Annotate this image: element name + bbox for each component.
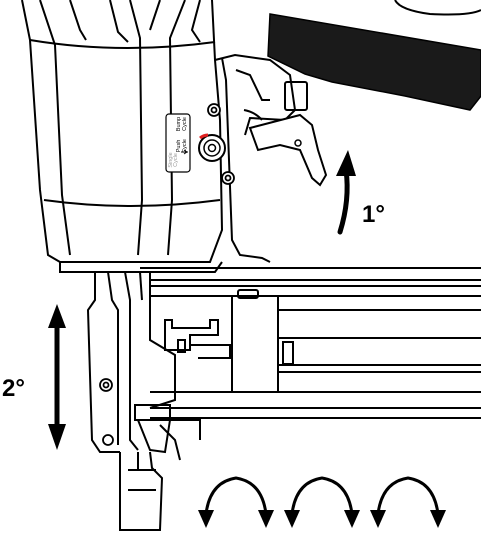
magazine (140, 267, 481, 419)
contact-tip (119, 451, 164, 531)
rotate-arrow-icon (370, 476, 446, 528)
motor-housing (21, 0, 224, 273)
tool-handle (267, 13, 481, 111)
rotate-arrow-icon (284, 476, 360, 528)
trigger (248, 113, 328, 187)
plate-cycle-a: Cycle (182, 117, 188, 131)
selector-plate: Bump Cycle Push Cycle Single Cycle (165, 113, 191, 173)
rotate-arrows (198, 476, 446, 528)
trigger-pin (294, 139, 302, 147)
plate-faded-a: Single (168, 152, 174, 167)
plate-bump: Bump (176, 117, 182, 131)
nose-piece (86, 271, 232, 461)
step-1-label: 1° (362, 201, 385, 228)
plate-cycle-b: Cycle (182, 139, 188, 153)
screws (99, 103, 235, 446)
plate-push: Push (176, 140, 182, 153)
rotate-arrow-icon (198, 476, 274, 528)
plate-faded-b: Cycle (173, 153, 179, 167)
mode-selector-dial (198, 133, 226, 162)
step-2-label: 2° (2, 375, 25, 402)
callout-bubble (394, 0, 481, 16)
head-casting (214, 53, 308, 263)
double-arrow-vertical-icon (48, 304, 66, 450)
curved-arrow-up-icon (336, 150, 356, 235)
